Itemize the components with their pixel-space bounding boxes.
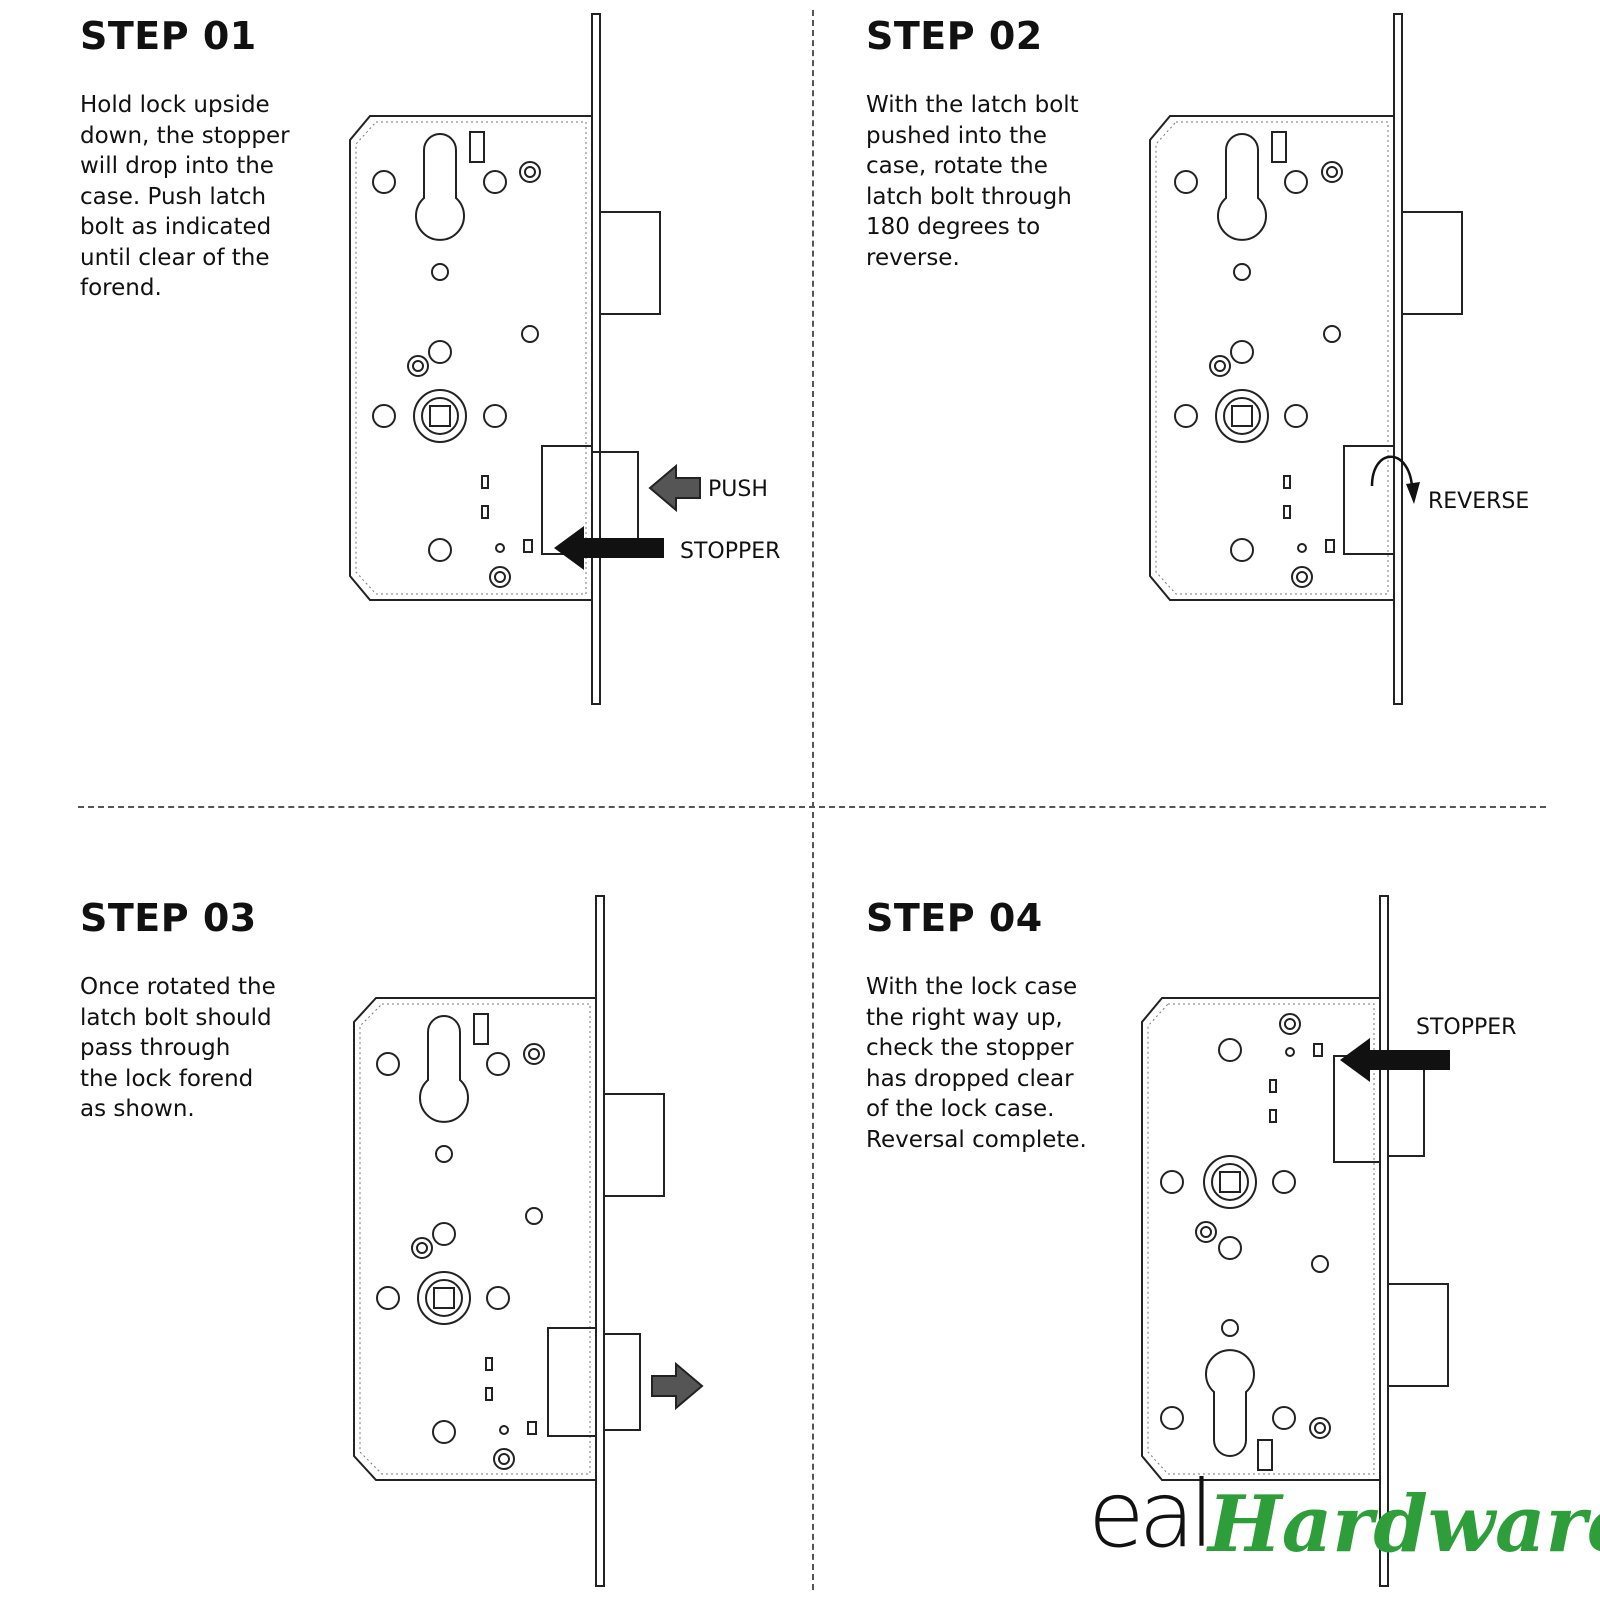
step-1-title: STEP 01 — [80, 14, 257, 58]
step-2-lock-case — [1149, 13, 1463, 705]
step-1-text: Hold lock upside down, the stopper will … — [80, 92, 290, 301]
stopper-arrow-2 — [1340, 1038, 1450, 1082]
push-label: PUSH — [708, 477, 768, 502]
step-4-text: With the lock case the right way up, che… — [866, 974, 1087, 1153]
step-2-text: With the latch bolt pushed into the case… — [866, 92, 1079, 271]
step-3-lock-case — [353, 895, 665, 1587]
step-2-title: STEP 02 — [866, 14, 1043, 58]
push-arrow — [648, 463, 701, 513]
step-4-title: STEP 04 — [866, 896, 1043, 940]
brand-logo: eal Hardware — [1088, 1460, 1600, 1580]
step-3-title: STEP 03 — [80, 896, 257, 940]
stopper-arrow-1 — [554, 526, 664, 570]
horizontal-divider — [78, 806, 1546, 808]
logo-brand-mark: eal — [1088, 1461, 1215, 1568]
step-3-text: Once rotated the latch bolt should pass … — [80, 974, 276, 1122]
reverse-arrowhead — [1406, 482, 1420, 504]
stopper-label-2: STOPPER — [1416, 1015, 1516, 1040]
direction-arrow — [651, 1361, 704, 1411]
logo-wordmark: Hardware — [1208, 1479, 1600, 1570]
vertical-divider — [812, 10, 814, 1590]
stopper-label-1: STOPPER — [680, 539, 780, 564]
step-4-lock-case — [1141, 895, 1449, 1587]
step-1-lock-case — [349, 13, 661, 705]
reverse-arrow — [1370, 455, 1414, 487]
reverse-label: REVERSE — [1428, 489, 1529, 514]
